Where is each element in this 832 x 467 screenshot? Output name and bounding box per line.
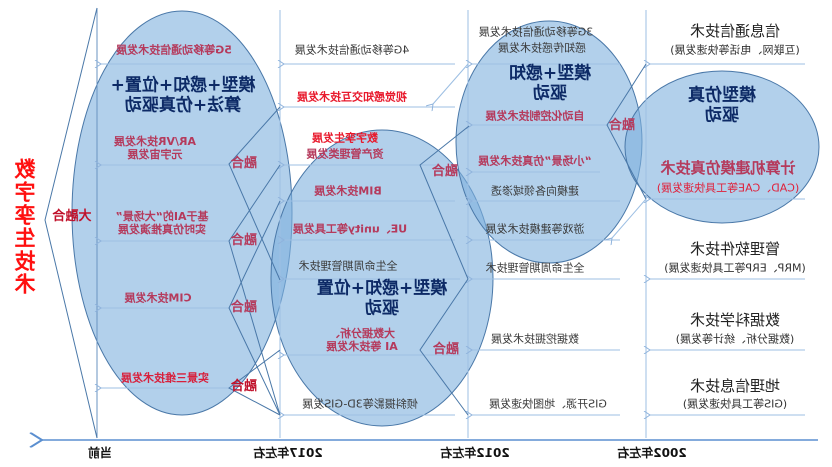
driver-line: 算法+仿真驱动 [124,96,242,116]
plm-2012: 全生命周期管理技术 [485,261,585,275]
mgmt-tech-title: 管理软件技术 [689,240,781,258]
driver-line: 模型仿真 [688,85,756,106]
vision-interaction: 视觉感知交互技术发展 [297,90,407,104]
fusion-label: 融合 [608,118,636,134]
fusion-label: 融合 [432,342,460,358]
reality-3d: 实景三维技术发展 [121,371,209,385]
axis-label-now: 当前 [87,445,113,460]
geo-tech-sub: (GIS等工具快速发展) [682,397,788,411]
ai-scene-line: 基于AI的“大场景” [115,209,209,223]
small-scene-sim: “小场景”仿真技术发展 [478,154,592,168]
data-science-sub: (数据分析、统计等发展) [675,332,795,346]
big-fusion-label: 大融合 [52,209,92,225]
axis-label-2012: 2012年左右 [440,445,510,460]
comm-tech-sub: (互联网、电话等快速发展) [670,43,800,57]
driver-now: 模型+感知+位置+ 算法+仿真驱动 [111,76,256,117]
ellipse-2002 [624,70,820,224]
driver-2012: 模型+感知 驱动 [509,64,591,105]
geo-tech-title: 地理信息技术 [689,377,781,395]
fusion-label: 融合 [230,233,258,249]
ai-line: AI 等技术发展 [326,340,398,353]
driver-line: 模型+感知+位置 [316,278,448,299]
arvr-line: 元宇宙发展 [127,148,183,161]
driver-2017: 模型+感知+位置 驱动 [317,279,448,320]
fusion-label: 融合 [230,156,258,172]
4g-comm: 4G等移动通信技术发展 [294,43,410,57]
automation-tech: 自动化控制技术发展 [485,109,585,123]
sensing-tech: 感知传感技术发展 [498,41,586,55]
sim-tech-sub: (CAD、CAE等工具快速发展) [656,181,800,195]
ai-scene-line: 实时仿真推演发展 [118,223,207,236]
ue-unity-tools: UE、unity等工具发展 [292,222,408,236]
driver-line: 模型+感知+位置+ [110,75,256,96]
sim-tech-title: 计算机建模仿真技术 [660,159,796,177]
fusion-label: 融合 [431,164,459,180]
gis-open-source: GIS开源、地图快速发展 [489,397,607,411]
axis-label-2017: 2017年左右 [253,445,323,460]
driver-2002: 模型仿真 驱动 [688,86,756,127]
driver-line: 模型+感知 [508,63,592,84]
comm-tech-title: 信息通信技术 [689,22,781,40]
oblique-photo-3dgis: 倾斜摄影等3D-GIS发展 [302,397,418,411]
bim-tech: BIM技术发展 [314,184,382,198]
driver-line: 驱动 [705,106,739,126]
modeling-spread: 建模向各领域渗透 [491,184,579,198]
ai-big-scene: 基于AI的“大场景” 实时仿真推演发展 [115,210,208,236]
3g-comm: 3G等移动通信技术发展 [478,25,594,39]
arvr-metaverse: AR/VR技术发展 元宇宙发展 [114,135,196,161]
5g-comm: 5G等移动通信技术发展 [116,43,232,57]
arvr-line: AR/VR技术发展 [114,134,196,148]
ellipse-2017 [270,129,494,427]
diagram-title: 数字孪生技术 [14,157,36,298]
digital-twin-dev: 数字孪生发展 [312,131,378,145]
fusion-label: 融合 [230,379,258,395]
axis-label-2002: 2002年左右 [617,445,687,460]
game-modeling: 游戏等建模技术发展 [485,222,585,236]
big-data-ai: 大数据分析、 AI 等技术发展 [326,327,397,353]
asset-mgmt: 资产管理类发展 [306,147,384,161]
cim-tech: CIM技术发展 [124,291,192,305]
driver-line: 驱动 [365,299,399,319]
data-mining: 数据挖掘技术发展 [491,332,579,346]
driver-line: 驱动 [533,84,567,104]
ai-line: 大数据分析、 [329,326,395,340]
fusion-label: 融合 [230,300,258,316]
plm-2017: 全生命周期管理技术 [298,259,398,273]
data-science-title: 数据科学技术 [689,311,781,329]
mgmt-tech-sub: (MRP、ERP等工具快速发展) [664,261,806,275]
